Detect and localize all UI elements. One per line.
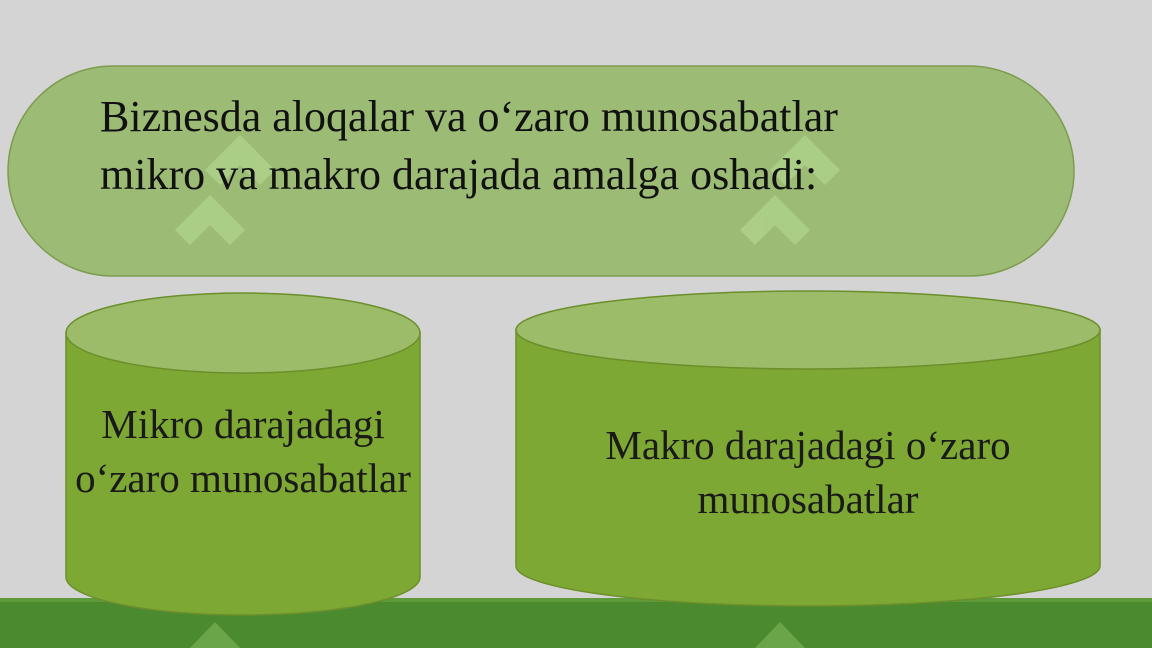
micro-cylinder [65,292,421,616]
micro-cylinder-body [65,332,421,616]
bottom-band-edge [0,598,1152,602]
macro-cylinder-body [515,329,1101,607]
watermark-logo-left [175,135,275,245]
title-oval [7,65,1075,277]
watermark-logo-right [740,135,840,245]
macro-cylinder [515,290,1101,607]
macro-cylinder-label: Makro darajadagi o‘zaro munosabatlar [605,422,1011,522]
title-text: Biznesda aloqalar va o‘zaro munosabatlar… [60,88,1020,204]
micro-cylinder-top [65,292,421,374]
macro-cylinder-top [515,290,1101,370]
title-line-2: mikro va makro darajada amalga oshadi: [100,150,818,199]
micro-cylinder-label: Mikro darajadagi o‘zaro munosabatlar [75,401,411,501]
watermark-logo-bottom [190,622,805,648]
title-line-1: Biznesda aloqalar va o‘zaro munosabatlar [100,92,838,141]
